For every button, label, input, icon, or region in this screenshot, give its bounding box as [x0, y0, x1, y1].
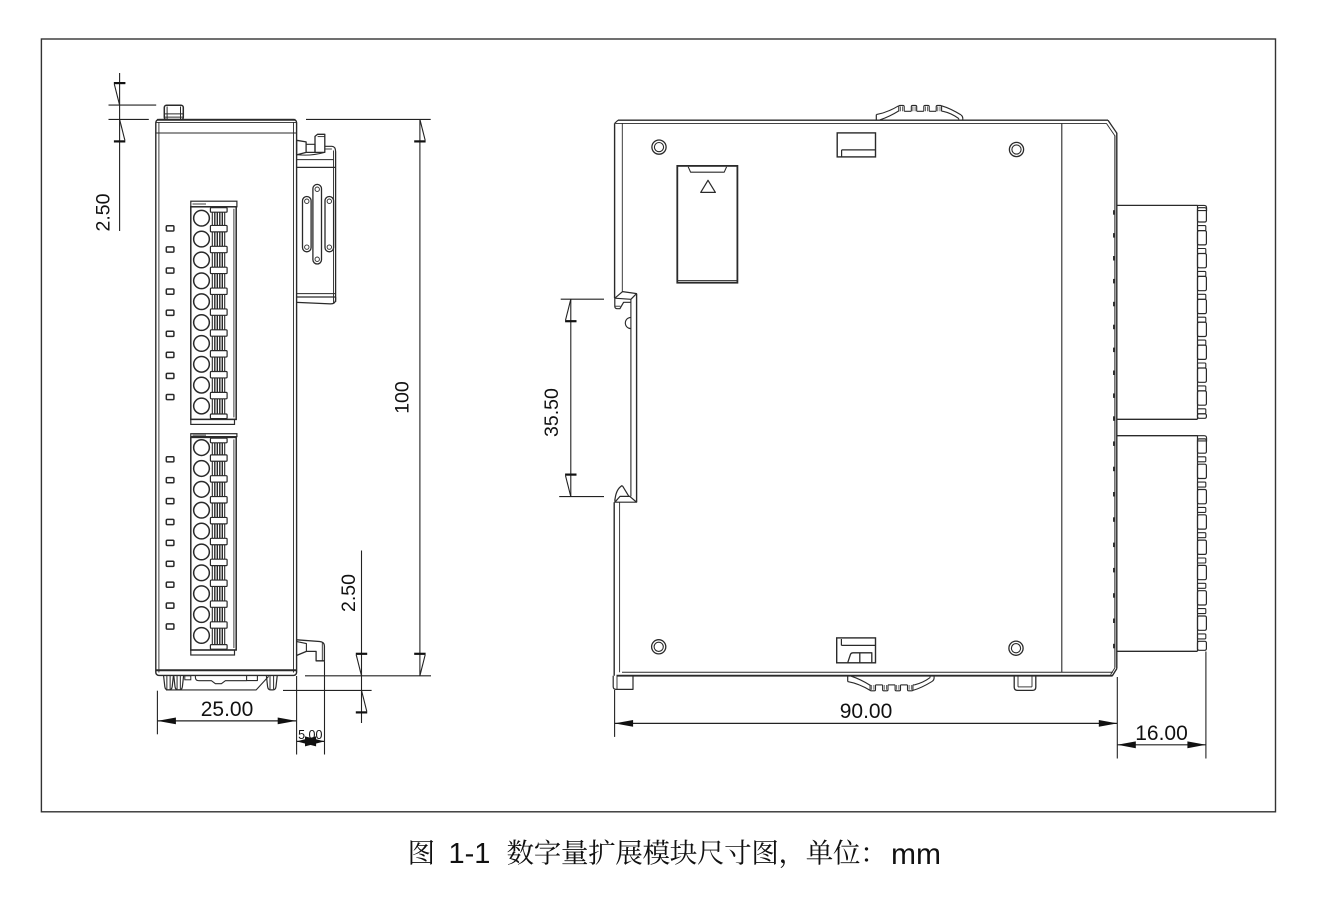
svg-text:2.50: 2.50	[93, 193, 115, 231]
svg-text:16.00: 16.00	[1135, 722, 1188, 745]
svg-text:90.00: 90.00	[840, 700, 893, 723]
svg-text:2.50: 2.50	[338, 574, 360, 612]
svg-text:25.00: 25.00	[201, 698, 254, 721]
svg-text:100: 100	[392, 381, 414, 414]
svg-text:35.50: 35.50	[541, 388, 563, 437]
svg-text:1-1: 1-1	[449, 838, 491, 870]
svg-text:5.00: 5.00	[298, 728, 322, 742]
svg-text:mm: mm	[891, 838, 941, 871]
